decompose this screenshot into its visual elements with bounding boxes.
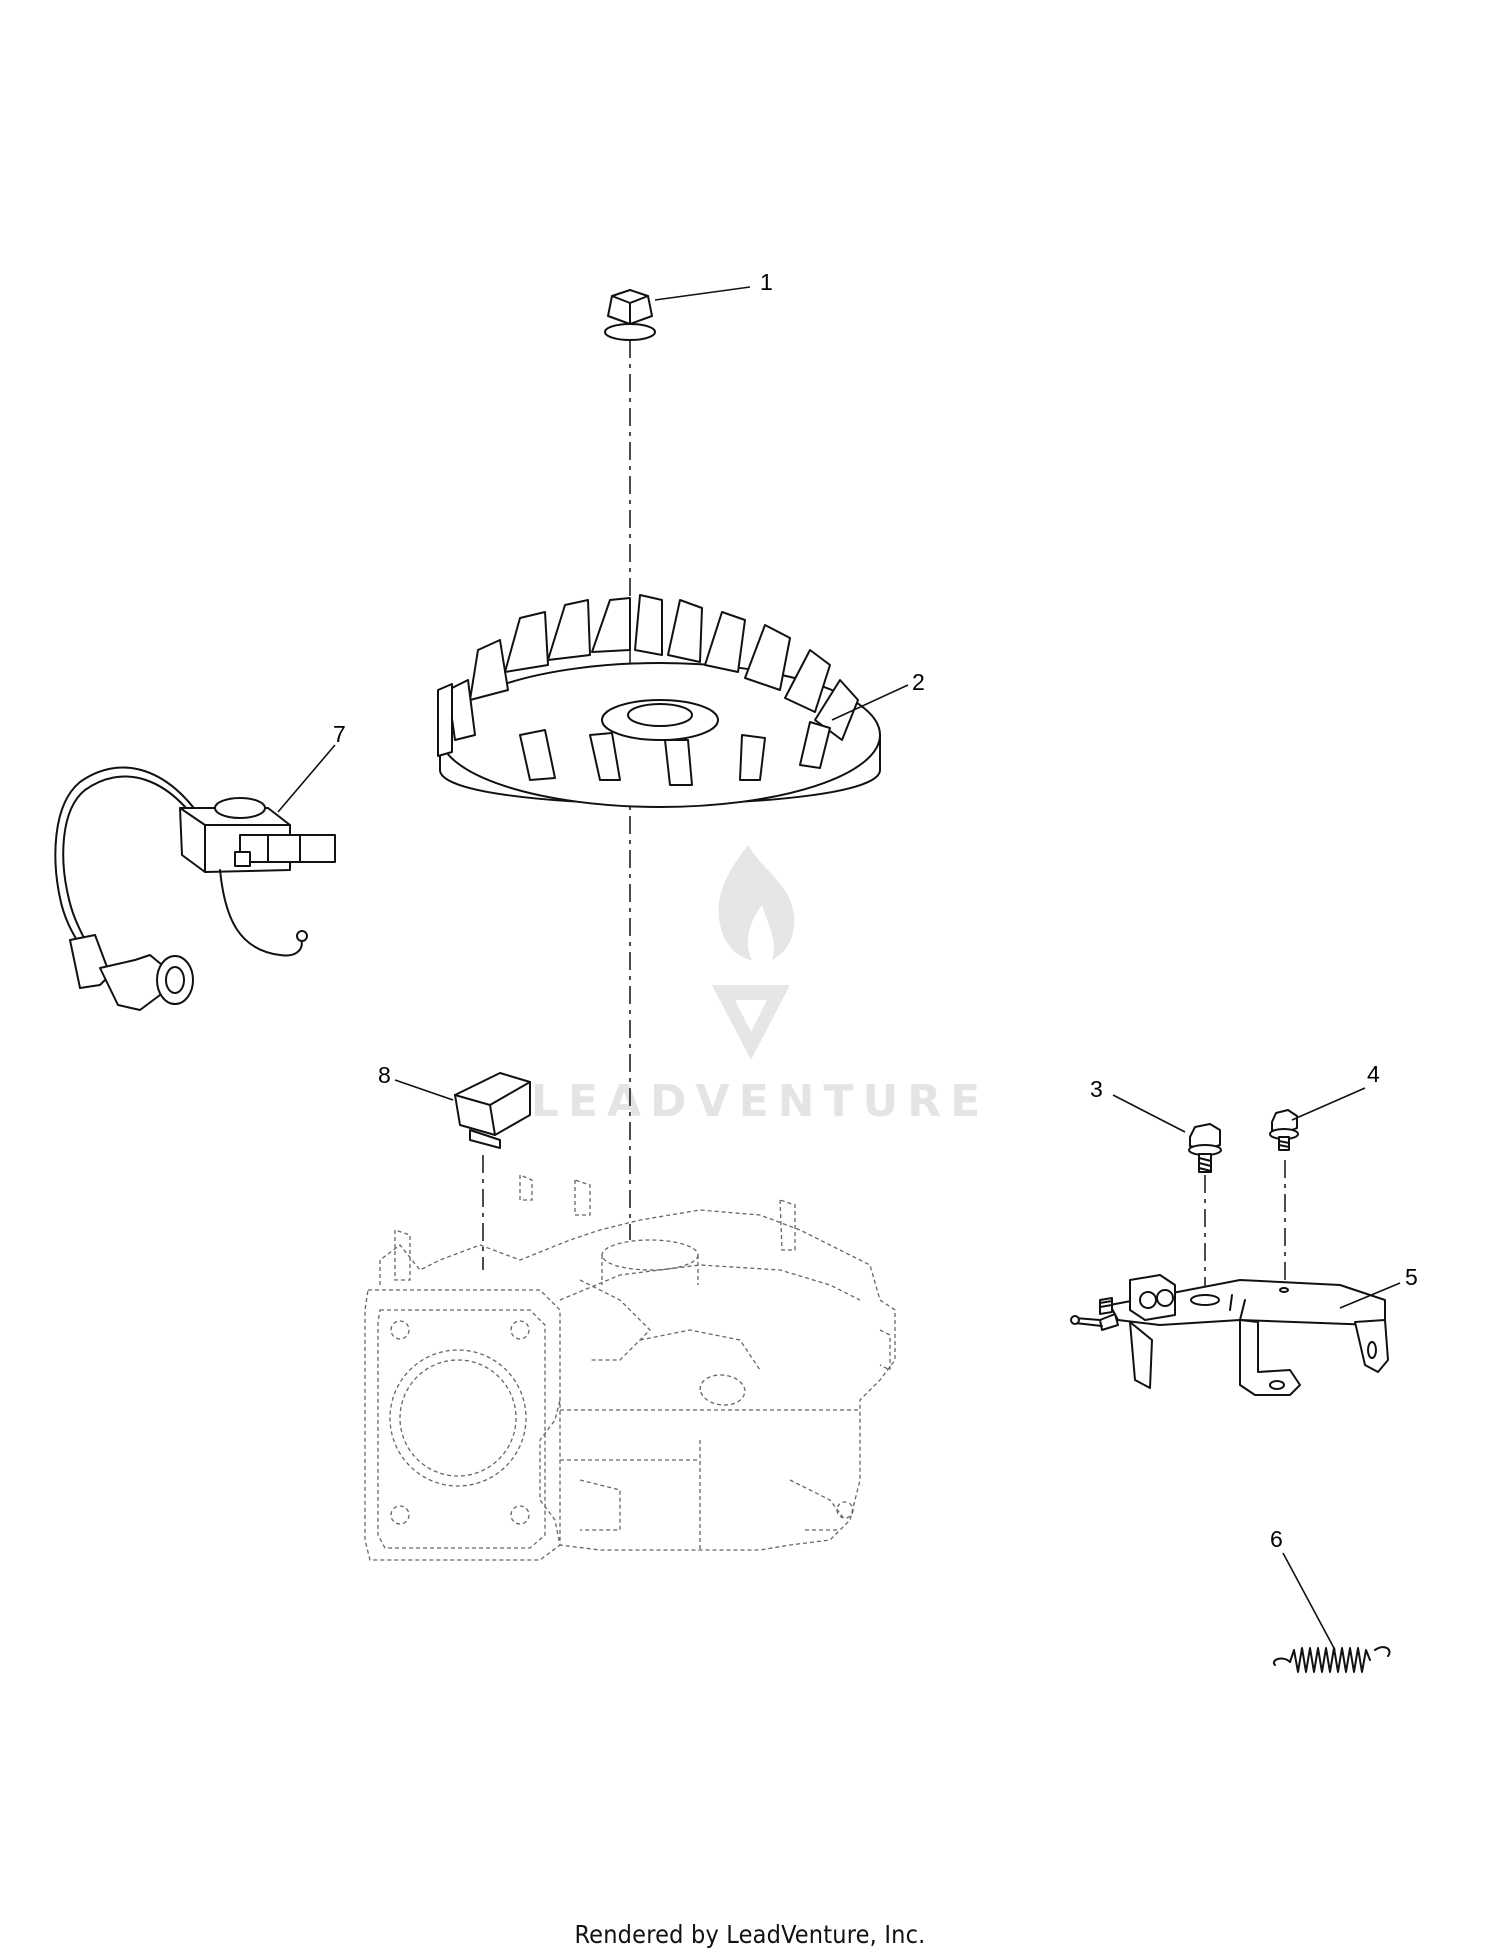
part-4-bolt[interactable] [1269,1109,1299,1151]
callout-1[interactable]: 1 [760,269,773,295]
footer-credit: Rendered by LeadVenture, Inc. [574,1920,926,1949]
callout-2[interactable]: 2 [912,669,925,695]
callout-4[interactable]: 4 [1367,1061,1380,1087]
watermark-text: LEADVENTURE [531,1076,989,1127]
callout-labels: 1 2 3 4 5 6 7 8 [333,269,1418,1552]
callout-6[interactable]: 6 [1270,1526,1283,1552]
callout-7[interactable]: 7 [333,721,346,747]
part-2-flywheel[interactable] [437,594,881,808]
part-3-bolt[interactable] [1188,1123,1222,1173]
callout-8[interactable]: 8 [378,1062,391,1088]
watermark-logo-icon [712,845,795,1060]
watermark: LEADVENTURE [531,845,989,1127]
callout-3[interactable]: 3 [1090,1076,1103,1102]
part-1-flange-nut[interactable] [604,289,656,341]
part-5-governor-bracket[interactable] [1070,1274,1389,1396]
part-8-flywheel-key[interactable] [454,1072,531,1149]
part-7-ignition-coil[interactable] [54,766,336,1011]
leader-lines [277,286,1401,1651]
callout-5[interactable]: 5 [1405,1264,1418,1290]
engine-crankcase-ghost [364,1174,896,1561]
part-6-spring[interactable] [1272,1646,1391,1673]
